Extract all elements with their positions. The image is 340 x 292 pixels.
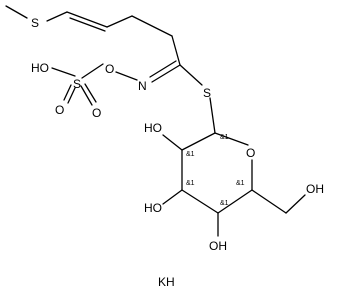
bond-methyl-s [5,5,28,19]
atom-o-sulfate-a: O [55,103,64,117]
atom-s-glycosidic: S [203,86,211,100]
atom-oh-c4: OH [209,239,227,253]
atom-ho-c2: HO [144,121,162,135]
bond-c5-ch2 [251,189,287,214]
bond-ch-ch2 [106,15,133,28]
atom-o-oxime: O [105,62,114,76]
counterion-label: KH [158,275,175,289]
atom-ho-c3: HO [144,201,162,215]
bond-o-s-sulfate [81,63,104,79]
bond-ch2-oh [285,194,306,214]
bond-ch-ch-double-1 [66,11,108,28]
bond-s-o-double-b2 [84,83,97,103]
bond-s-o-double-b1 [80,85,93,106]
atom-ho-sulfate: HO [31,61,49,75]
bond-ch2-c-imine [171,35,181,66]
bond-c4-c3 [181,189,219,214]
bond-n-o [115,71,138,81]
stereo-label-c4: &1 [220,200,229,207]
stereo-label-c2: &1 [186,151,195,158]
bond-c-n-double-1 [151,64,181,83]
atom-o-ring: O [246,146,255,160]
stereo-label-c5: &1 [236,180,245,187]
bond-c1-o-ring [214,132,249,146]
bond-s-oh [51,67,76,77]
stereo-label-c3: &1 [186,180,195,187]
bond-c2-oh [162,134,183,151]
bond-c-n-double-2 [149,60,177,78]
atom-s-methyl: S [31,16,39,30]
bond-c-s-glycosidic [179,64,203,86]
atom-s-sulfate: S [73,77,81,91]
bond-s-o-double-a2 [67,87,76,104]
atom-oh-c6: OH [306,182,324,196]
bond-s-ch [46,11,68,22]
atom-n-imine: N [138,79,147,93]
bond-c3-oh [162,189,183,205]
atom-o-sulfate-b: O [92,106,101,120]
stereo-label-c1: &1 [220,134,229,141]
bond-s-o-double-a1 [63,84,72,101]
bond-c5-c4 [217,189,253,214]
bond-ch-ch-double-2 [69,17,106,32]
bond-s-c1 [209,97,216,134]
bond-ch2-ch2 [131,15,173,37]
bond-c2-c1 [181,132,216,151]
